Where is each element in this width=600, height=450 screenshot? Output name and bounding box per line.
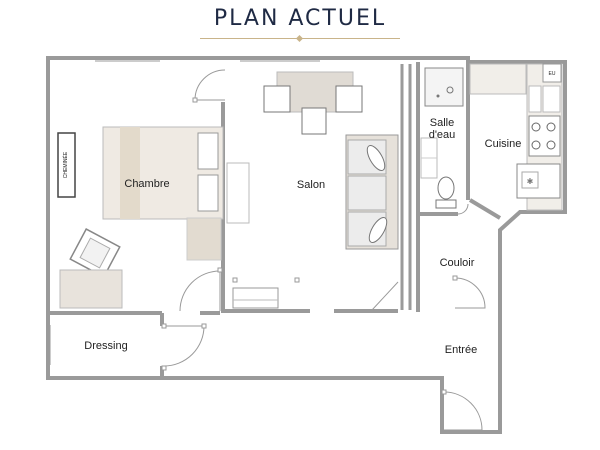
oven-window bbox=[521, 171, 539, 189]
door-post-8 bbox=[232, 277, 238, 283]
room-label-couloir: Couloir bbox=[440, 257, 475, 269]
room-label-salon: Salon bbox=[297, 179, 325, 191]
door-couloir bbox=[454, 277, 486, 309]
door-posts bbox=[161, 97, 458, 395]
sofa-cushion-2 bbox=[368, 217, 388, 243]
bed-pillow-2 bbox=[197, 174, 219, 212]
burner-2 bbox=[546, 122, 556, 132]
burner-1 bbox=[531, 122, 541, 132]
tv-unit bbox=[232, 287, 279, 309]
cabinet-1 bbox=[528, 85, 542, 113]
rug bbox=[186, 217, 222, 261]
ottoman bbox=[59, 269, 123, 309]
outer-wall bbox=[46, 56, 567, 434]
sofa-seat-2 bbox=[347, 175, 387, 211]
water-heater-label: EU bbox=[549, 71, 556, 77]
fireplace bbox=[57, 132, 76, 198]
toilet bbox=[435, 176, 457, 209]
door-chambre-salon bbox=[194, 69, 226, 101]
burner-3 bbox=[531, 140, 541, 150]
door-post-5 bbox=[217, 267, 223, 273]
door-chambre-bottom bbox=[179, 270, 221, 312]
bed bbox=[102, 126, 224, 220]
dining-set bbox=[263, 71, 363, 135]
sofa bbox=[345, 134, 399, 250]
armchair-cushion bbox=[79, 237, 111, 269]
door-post-2 bbox=[161, 323, 167, 329]
door-post-1 bbox=[192, 97, 198, 103]
chair-1 bbox=[263, 85, 291, 113]
room-label-chambre: Chambre bbox=[124, 178, 169, 190]
cabinet-2 bbox=[542, 85, 561, 113]
plan-title: PLAN ACTUEL bbox=[213, 6, 387, 31]
toilet-tank bbox=[435, 199, 457, 209]
burner-4 bbox=[546, 140, 556, 150]
doors bbox=[163, 69, 486, 431]
dresser bbox=[226, 162, 250, 224]
walls bbox=[46, 56, 567, 434]
double-wall bbox=[400, 64, 412, 310]
shower-head bbox=[446, 86, 454, 94]
sofa-cushion-1 bbox=[366, 145, 386, 171]
shower-drain bbox=[436, 94, 440, 98]
wall-couloir-top bbox=[468, 198, 502, 220]
room-label-salle-line1: Salle bbox=[430, 117, 454, 129]
room-label-entree: Entrée bbox=[445, 344, 477, 356]
kitchen-counter-top bbox=[469, 63, 527, 95]
shower-tray bbox=[424, 67, 464, 107]
door-salon-bottom bbox=[371, 281, 399, 311]
windows bbox=[49, 60, 320, 365]
water-heater bbox=[542, 63, 562, 83]
toilet-bowl bbox=[437, 176, 455, 200]
door-bath bbox=[457, 203, 469, 215]
chair-2 bbox=[335, 85, 363, 113]
door-post-4 bbox=[161, 365, 167, 371]
room-label-dressing: Dressing bbox=[84, 340, 127, 352]
door-post-6 bbox=[452, 275, 458, 281]
armchair bbox=[69, 228, 121, 278]
door-post-3 bbox=[201, 323, 207, 329]
tv-cabinet bbox=[232, 287, 279, 309]
kitchen-units: ✱ bbox=[469, 63, 563, 211]
fireplace-label: CHEMINÉE bbox=[62, 151, 69, 178]
room-label-salle-line2: d'eau bbox=[429, 129, 456, 141]
bed-headboard-strip bbox=[120, 127, 140, 219]
door-post-9 bbox=[294, 277, 300, 283]
door-dressing bbox=[163, 325, 205, 367]
shower bbox=[424, 67, 464, 107]
door-entree bbox=[443, 391, 483, 431]
bed-pillow-1 bbox=[197, 132, 219, 170]
door-post-7 bbox=[441, 389, 447, 395]
oven-icon: ✱ bbox=[527, 177, 534, 186]
chair-3 bbox=[301, 107, 327, 135]
cooktop bbox=[528, 115, 561, 157]
room-label-cuisine: Cuisine bbox=[485, 138, 522, 150]
